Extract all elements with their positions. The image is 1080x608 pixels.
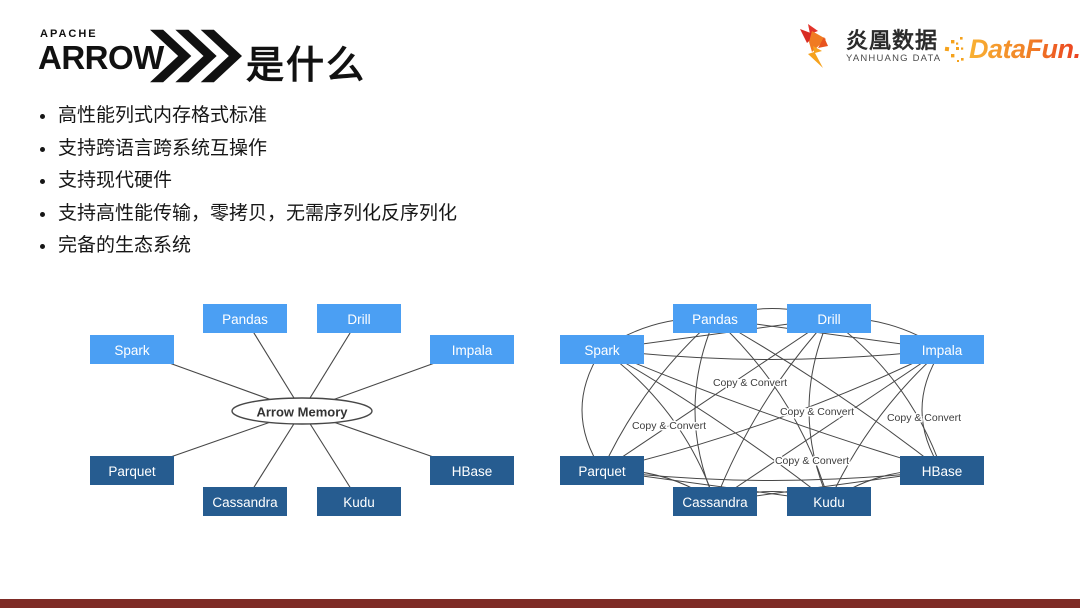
copy-convert-label: Copy & Convert xyxy=(632,420,706,432)
datafun-dots-icon xyxy=(944,36,964,62)
mesh-edge xyxy=(714,318,830,502)
diagram-node-label: Drill xyxy=(347,312,370,327)
mesh-edge xyxy=(601,318,830,471)
diagram-node-label: Drill xyxy=(817,312,840,327)
bullet-list: 高性能列式内存格式标准 支持跨语言跨系统互操作 支持现代硬件 支持高性能传输，零… xyxy=(38,100,457,263)
hub-edge xyxy=(301,318,360,412)
diagram-node-pandas xyxy=(673,304,757,333)
mesh-edge xyxy=(714,318,943,471)
diagram-node-drill xyxy=(317,304,401,333)
diagram-node-label: Spark xyxy=(114,343,150,358)
yanhuang-name: 炎凰数据 xyxy=(846,28,939,53)
hub-edge xyxy=(244,410,303,502)
yanhuang-subtitle: YANHUANG DATA xyxy=(846,53,942,64)
arrow-memory-label: Arrow Memory xyxy=(256,405,348,420)
diagram-node-impala xyxy=(430,335,514,364)
diagram-node-hbase xyxy=(900,456,984,485)
apache-arrow-logo: APACHE ARROW xyxy=(38,28,164,76)
diagram-node-label: HBase xyxy=(922,464,963,479)
footer-accent-bar xyxy=(0,599,1080,608)
mesh-edge xyxy=(714,349,943,502)
diagram-node-label: Kudu xyxy=(813,495,845,510)
diagram-node-drill xyxy=(787,304,871,333)
arrow-chevrons-icon xyxy=(150,29,242,83)
diagram-node-label: Parquet xyxy=(108,464,156,479)
mesh-edge xyxy=(921,349,943,471)
datafun-logo: DataFun. xyxy=(944,34,1080,65)
diagram-node-spark xyxy=(90,335,174,364)
diagram-node-label: Spark xyxy=(584,343,620,358)
bullet-item: 支持高性能传输，零拷贝，无需序列化反序列化 xyxy=(38,198,457,231)
bullet-item: 高性能列式内存格式标准 xyxy=(38,100,457,133)
mesh-edge xyxy=(601,349,943,471)
mesh-edge xyxy=(828,349,943,502)
logo-arrow-text: ARROW xyxy=(38,39,164,76)
diagram-node-label: HBase xyxy=(452,464,493,479)
mesh-edge xyxy=(601,349,943,360)
copy-convert-label: Copy & Convert xyxy=(887,412,961,424)
mesh-edge xyxy=(601,318,716,471)
hub-edge xyxy=(244,318,303,412)
hub-edge xyxy=(301,410,360,502)
mesh-edge xyxy=(694,318,716,502)
mesh-edge xyxy=(714,318,830,502)
yanhuang-logo: 炎凰数据 YANHUANG DATA xyxy=(798,22,941,72)
diagram-node-kudu xyxy=(787,487,871,516)
diagram-node-cassandra xyxy=(673,487,757,516)
diagram-node-spark xyxy=(560,335,644,364)
diagram-node-label: Parquet xyxy=(578,464,626,479)
diagram-node-label: Pandas xyxy=(692,312,738,327)
diagram-node-impala xyxy=(900,335,984,364)
bullet-item: 支持跨语言跨系统互操作 xyxy=(38,133,457,166)
diagram-node-label: Impala xyxy=(452,343,493,358)
diagram-node-cassandra xyxy=(203,487,287,516)
diagram-node-label: Cassandra xyxy=(212,495,278,510)
copy-convert-label: Copy & Convert xyxy=(780,406,854,418)
bullet-item: 支持现代硬件 xyxy=(38,165,457,198)
diagram-node-label: Kudu xyxy=(343,495,375,510)
copy-convert-label: Copy & Convert xyxy=(713,377,787,389)
diagram-node-label: Pandas xyxy=(222,312,268,327)
diagram-node-label: Cassandra xyxy=(682,495,748,510)
diagram-node-parquet xyxy=(560,456,644,485)
diagram-node-pandas xyxy=(203,304,287,333)
diagram-node-label: Impala xyxy=(922,343,963,358)
phoenix-icon xyxy=(800,24,828,68)
mesh-edge xyxy=(601,470,943,481)
page-title: 是什么 xyxy=(246,45,367,87)
mesh-edge xyxy=(601,349,943,471)
datafun-name: DataFun. xyxy=(969,34,1080,64)
mesh-edge xyxy=(581,349,603,471)
diagram-node-parquet xyxy=(90,456,174,485)
copy-convert-label: Copy & Convert xyxy=(775,455,849,467)
bullet-item: 完备的生态系统 xyxy=(38,230,457,263)
diagram-node-hbase xyxy=(430,456,514,485)
arrow-memory-ellipse xyxy=(231,397,373,425)
diagram-node-kudu xyxy=(317,487,401,516)
logo-apache-text: APACHE xyxy=(40,28,98,40)
